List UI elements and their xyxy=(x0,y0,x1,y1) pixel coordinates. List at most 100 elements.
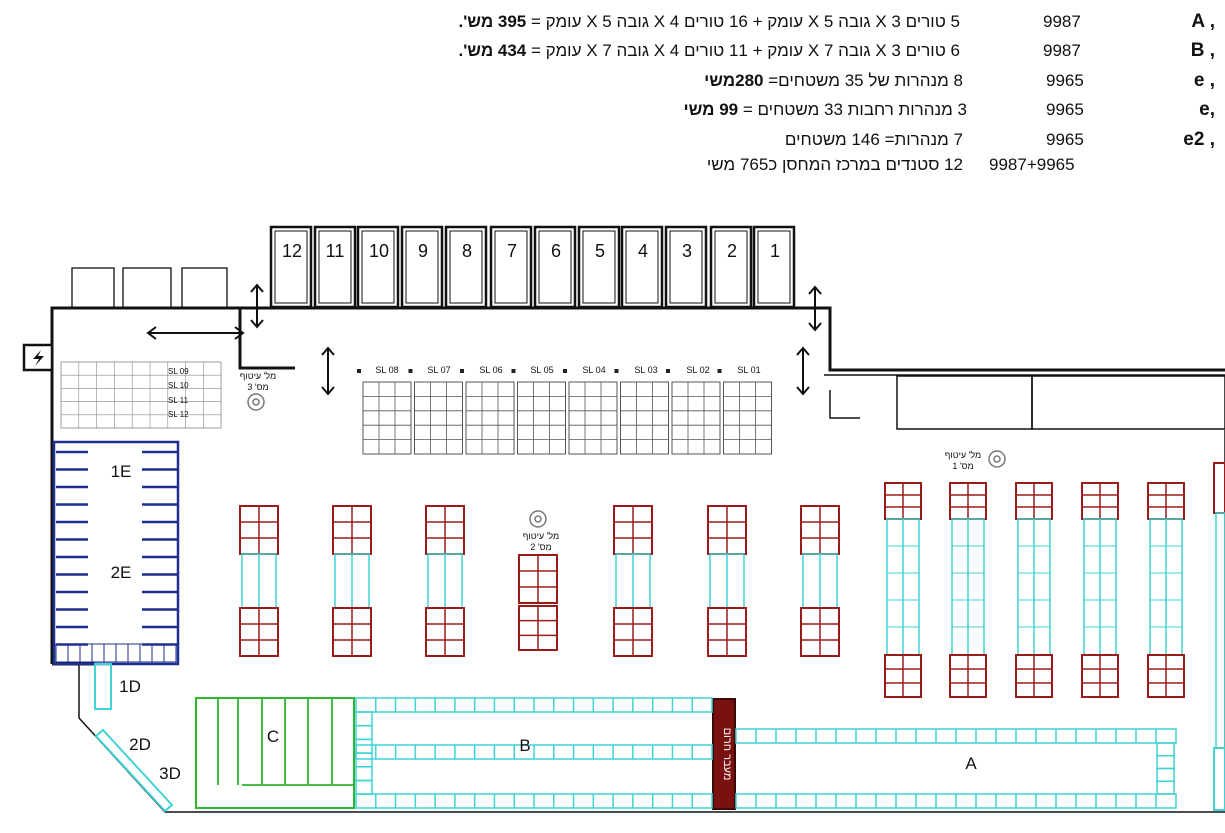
lane-marker xyxy=(460,369,464,373)
small-staging-grid xyxy=(60,361,222,429)
loading-dock-inner xyxy=(669,230,703,304)
loading-dock xyxy=(664,225,708,309)
legend-code: 9987+9965 xyxy=(989,155,1075,174)
legend-code: 9987 xyxy=(1043,12,1081,31)
emergency-passage-label: מעבר חרום xyxy=(721,728,733,781)
zone-labels: 1E 2E 1D 2D 3D C B A xyxy=(111,462,978,783)
zone-label-d3: 3D xyxy=(159,764,181,783)
legend-desc-total: 99 משי xyxy=(683,100,739,119)
legend-label: A , xyxy=(1191,11,1215,32)
loading-dock xyxy=(752,225,796,309)
extinguisher-label: מס' 1 xyxy=(952,461,973,471)
legend-label: B , xyxy=(1190,40,1215,61)
zone-label-d2: 2D xyxy=(129,735,151,754)
extinguisher-label: מל' עיטוף xyxy=(523,531,559,541)
emergency-passage xyxy=(712,698,736,810)
legend-desc: 3 מנהרות רחבות 33 משטחים = 99 משי xyxy=(683,99,967,121)
lane-marker xyxy=(666,369,670,373)
loading-dock-inner xyxy=(714,230,748,304)
loading-dock xyxy=(577,225,621,309)
cyan-rack xyxy=(1213,747,1225,811)
loading-dock-inner xyxy=(625,230,659,304)
staging-lane xyxy=(414,381,463,455)
sl-label: SL 12 xyxy=(168,410,189,419)
zone-d1-rack xyxy=(94,663,112,710)
legend-desc: 6 טורים X 3 גובה X 7 עומק + 11 טורים X 4… xyxy=(459,40,960,62)
loading-dock-inner xyxy=(318,230,352,304)
legend-label: e2 , xyxy=(1183,129,1215,150)
staging-lane-label: SL 08 xyxy=(375,365,398,375)
loading-dock xyxy=(709,225,753,309)
lane-marker xyxy=(408,369,413,373)
legend-desc-total: 395 מש'. xyxy=(458,12,527,31)
staging-lane xyxy=(723,381,772,455)
loading-dock-inner xyxy=(757,230,791,304)
small-sl-labels: SL 09 SL 10 SL 11 SL 12 xyxy=(168,367,189,419)
dock-label: 2 xyxy=(727,241,737,261)
lane-marker xyxy=(357,369,361,373)
staging-lane-label: SL 02 xyxy=(686,365,709,375)
double-arrows xyxy=(146,283,822,396)
b-column xyxy=(355,752,373,768)
loading-dock xyxy=(269,225,313,309)
legend-row: e2 , 9965 7 מנהרות= 146 משטחים xyxy=(0,129,1225,151)
legend-desc-total: 280משי xyxy=(704,71,764,90)
cyan-rack xyxy=(1215,512,1225,749)
staging-lane-label: SL 07 xyxy=(427,365,450,375)
electric-panel-icon xyxy=(22,343,54,372)
legend-label: e, xyxy=(1199,99,1215,120)
loading-dock xyxy=(489,225,533,309)
dock-label: 8 xyxy=(462,241,472,261)
dock-label: 7 xyxy=(507,241,517,261)
sl-label: SL 11 xyxy=(168,396,189,405)
dock-label: 4 xyxy=(638,241,648,261)
loading-dock-inner xyxy=(494,230,528,304)
legend-desc: 5 טורים X 3 גובה X 5 עומק + 16 טורים X 4… xyxy=(459,11,960,33)
staging-lane-label: SL 04 xyxy=(582,365,605,375)
legend-code: 9987 xyxy=(1043,41,1081,60)
top-left-boxes xyxy=(71,267,228,309)
loading-dock xyxy=(620,225,664,309)
loading-dock xyxy=(533,225,577,309)
legend-row: 9987+9965 12 סטנדים במרכז המחסן כ765 משי xyxy=(0,154,1225,176)
legend-code: 9965 xyxy=(1046,71,1084,90)
legend-desc-text: 3 מנהרות רחבות 33 משטחים = xyxy=(738,100,967,119)
sl-label: SL 10 xyxy=(168,381,189,390)
dock-label: 3 xyxy=(682,241,692,261)
legend-row: e, 9965 3 מנהרות רחבות 33 משטחים = 99 מש… xyxy=(0,99,1225,121)
staging-lane xyxy=(362,381,412,455)
dock-label: 11 xyxy=(326,241,345,261)
a-column xyxy=(1156,767,1175,782)
legend-code: 9965 xyxy=(1046,100,1084,119)
zone-label-d1: 1D xyxy=(119,677,141,696)
loading-dock xyxy=(444,225,488,309)
lane-marker xyxy=(614,369,619,373)
red-rack xyxy=(1213,462,1225,514)
legend-desc-text: 8 מנהרות של 35 משטחים= xyxy=(763,71,963,90)
extinguisher-label: מל' עיטוף xyxy=(240,371,276,381)
walls xyxy=(50,306,1225,666)
b-column xyxy=(355,766,373,782)
legend-row: B , 9987 6 טורים X 3 גובה X 7 עומק + 11 … xyxy=(0,40,1225,62)
loading-dock-inner xyxy=(449,230,483,304)
loading-dock-inner xyxy=(405,230,439,304)
extinguisher-labels: מל' עיטוף מס' 3 מל' עיטוף מס' 2 מל' עיטו… xyxy=(240,371,981,552)
legend-desc-text: 6 טורים X 3 גובה X 7 עומק + 11 טורים X 4… xyxy=(526,41,960,60)
b-column xyxy=(355,711,373,727)
lane-marker xyxy=(563,369,567,373)
zone-d2-rack xyxy=(94,728,174,813)
loading-dock xyxy=(313,225,357,309)
zone-c xyxy=(195,697,355,809)
b-column xyxy=(355,724,373,741)
dock-label: 12 xyxy=(282,241,302,261)
a-column xyxy=(1156,780,1175,795)
loading-dock xyxy=(400,225,444,309)
dock-label: 1 xyxy=(770,241,780,261)
staging-lane xyxy=(671,381,721,455)
dock-label: 9 xyxy=(418,241,428,261)
generated-layout xyxy=(52,225,1225,813)
a-column xyxy=(1156,742,1175,757)
b-column xyxy=(355,779,373,795)
dock-label: 5 xyxy=(595,241,605,261)
loading-dock xyxy=(356,225,400,309)
